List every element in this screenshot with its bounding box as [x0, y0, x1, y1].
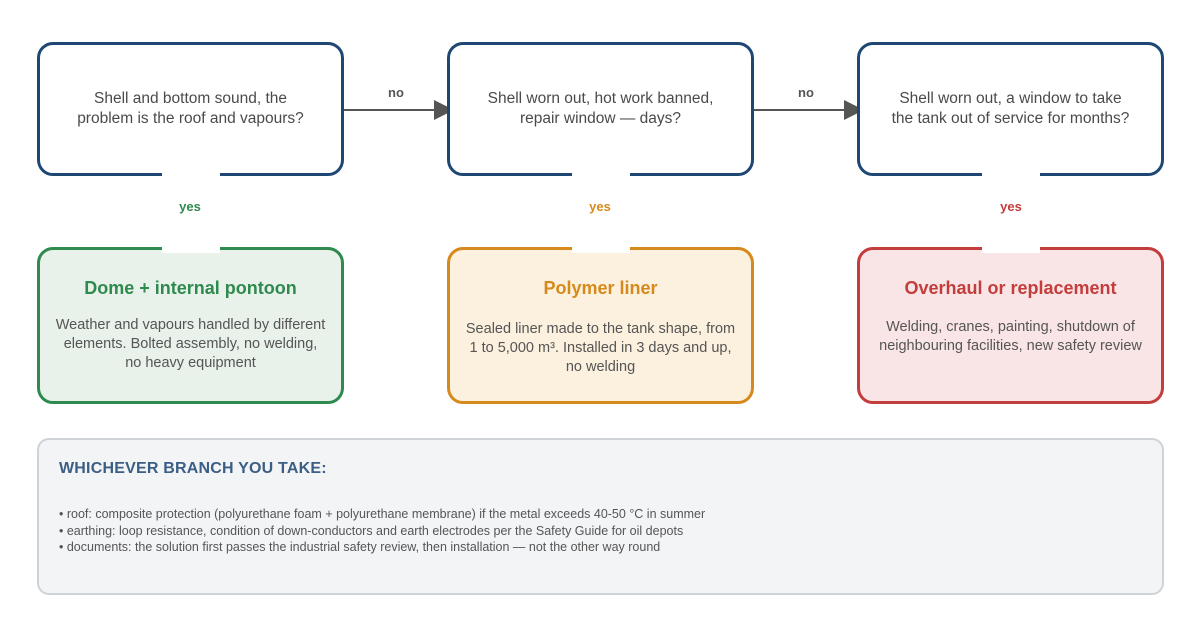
note-title: WHICHEVER BRANCH YOU TAKE:: [59, 460, 327, 477]
connector-gap-3-top: [982, 170, 1040, 178]
yes-label-1: yes: [179, 199, 201, 214]
result-title-overhaul: Overhaul or replacement: [904, 278, 1117, 298]
connector-gap-1-bottom: [162, 245, 220, 253]
result-desc-liner: Sealed liner made to the tank shape, fro…: [465, 321, 736, 375]
yes-label-2: yes: [589, 199, 611, 214]
connector-gap-1-top: [162, 170, 220, 178]
result-box-liner: Polymer liner Sealed liner made to the t…: [447, 247, 754, 404]
question-box-3: Shell worn out, a window to take the tan…: [857, 42, 1164, 176]
common-requirements-panel: WHICHEVER BRANCH YOU TAKE: • roof: compo…: [37, 438, 1164, 595]
result-title-liner: Polymer liner: [543, 278, 658, 298]
connector-gap-2-bottom: [572, 245, 630, 253]
note-item-earthing: • earthing: loop resistance, condition o…: [59, 523, 684, 538]
note-list: • roof: composite protection (polyuretha…: [59, 506, 1142, 556]
connector-gap-3-bottom: [982, 245, 1040, 253]
note-item-documents: • documents: the solution first passes t…: [59, 540, 661, 554]
result-box-overhaul: Overhaul or replacement Welding, cranes,…: [857, 247, 1164, 404]
connector-gap-2-top: [572, 170, 630, 178]
question-text-3: Shell worn out, a window to take the tan…: [891, 90, 1130, 127]
no-label-2: no: [798, 85, 814, 100]
question-text-2: Shell worn out, hot work banned, repair …: [487, 90, 714, 127]
result-desc-dome: Weather and vapours handled by different…: [55, 317, 326, 371]
result-desc-overhaul: Welding, cranes, painting, shutdown of n…: [879, 319, 1142, 354]
yes-label-3: yes: [1000, 199, 1022, 214]
result-box-dome: Dome + internal pontoon Weather and vapo…: [37, 247, 344, 404]
result-title-dome: Dome + internal pontoon: [84, 278, 297, 298]
note-item-roof: • roof: composite protection (polyuretha…: [59, 507, 706, 521]
no-label-1: no: [388, 85, 404, 100]
question-text-1: Shell and bottom sound, the problem is t…: [77, 90, 304, 127]
question-box-1: Shell and bottom sound, the problem is t…: [37, 42, 344, 176]
question-box-2: Shell worn out, hot work banned, repair …: [447, 42, 754, 176]
